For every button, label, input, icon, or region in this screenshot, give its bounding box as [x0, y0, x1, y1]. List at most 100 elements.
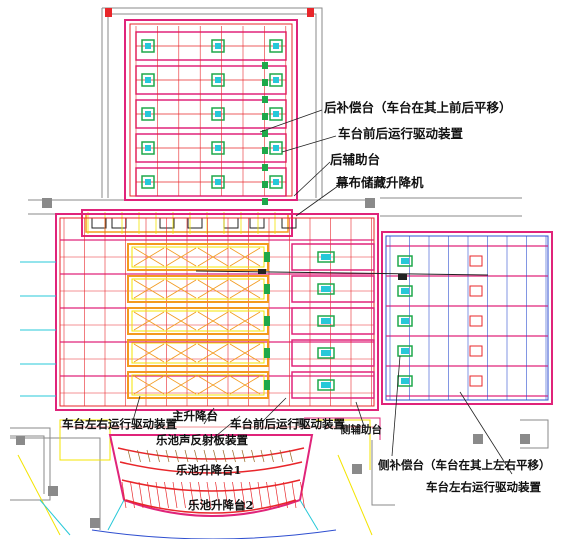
side-compensating-stage [381, 231, 553, 405]
side-drive [397, 255, 413, 267]
center-wagon [291, 371, 375, 399]
pit-hatch-line [213, 449, 217, 463]
rear-drive-box [211, 107, 225, 121]
rear-drive-core [215, 43, 221, 49]
label-rear-compensating-stage: 后补偿台（车台在其上前后平移） [324, 100, 512, 115]
leader-lines [131, 109, 513, 475]
rear-drive-core [145, 43, 151, 49]
lift-brace [229, 279, 261, 299]
pit-hatch-line [194, 449, 198, 463]
pit-hatch-line [184, 449, 189, 463]
center-wagon [291, 307, 375, 335]
side-drive [397, 315, 413, 327]
building-columns [16, 8, 530, 528]
label-rear-aux-stage: 后辅助台 [330, 152, 380, 167]
pit-hatch-line [300, 481, 305, 509]
pit-hatch-line [181, 481, 186, 509]
pit-hatch-line [291, 481, 297, 509]
orchestra-pit [91, 434, 337, 539]
lift-brace [229, 343, 261, 363]
pit-hatch-line [240, 481, 246, 509]
center-drive [317, 251, 335, 263]
side-drive-core [401, 348, 409, 354]
pit-hatch-line [138, 481, 144, 509]
pit-hatch-line [198, 481, 203, 509]
pit-hatch-line [164, 481, 169, 509]
side-stage-grid [386, 236, 548, 400]
rear-drive-core [215, 179, 221, 185]
drive-marker [262, 181, 268, 188]
drive-marker [262, 62, 268, 69]
rear-drive-box [141, 141, 155, 155]
pit-hatch-line [260, 449, 265, 463]
lift-brace [133, 279, 165, 299]
label-rear-drive: 车台前后运行驱动装置 [338, 126, 464, 141]
lift-brace [229, 375, 261, 395]
center-drive-core [321, 382, 331, 388]
center-drive-core [321, 318, 331, 324]
pit-hatch-line [251, 449, 255, 463]
center-drive [317, 315, 335, 327]
rear-drive-markers [262, 62, 268, 205]
rear-drive-core [273, 179, 279, 185]
center-drive-core [321, 286, 331, 292]
lift-brace [197, 343, 229, 363]
side-block [469, 345, 483, 357]
lift-brace [197, 279, 229, 299]
pit-hatch-line [147, 481, 152, 509]
side-block [469, 285, 483, 297]
rear-drive-core [273, 43, 279, 49]
pit-hatch-line [223, 481, 229, 509]
main-lift-rows [127, 243, 270, 399]
rear-drive-box [269, 141, 283, 155]
label-side-lateral-drive: 车台左右运行驱动装置 [426, 480, 541, 494]
label-orchestra-lift-1: 乐池升降台1 [176, 463, 242, 477]
pit-hatch-line [146, 449, 151, 463]
pit-hatch-line [156, 449, 160, 463]
center-right-wagons [291, 243, 375, 399]
pit-hatch-line [222, 449, 227, 463]
center-wagon [291, 243, 375, 271]
rear-drive-core [273, 145, 279, 151]
rear-drive-box [211, 39, 225, 53]
pit-hatch-line [155, 481, 161, 509]
side-block [469, 375, 483, 387]
front-wings [10, 417, 381, 536]
rear-drive-box [269, 107, 283, 121]
center-wagon [291, 275, 375, 303]
label-lateral-drive: 车台左右运行驱动装置 [62, 417, 177, 431]
label-main-lift: 主升降台 [172, 409, 218, 423]
drive-marker [262, 130, 268, 137]
annotations: 后补偿台（车台在其上前后平移） 车台前后运行驱动装置 后辅助台 幕布储藏升降机 … [62, 100, 551, 512]
lift-brace [229, 247, 261, 267]
center-wagon [291, 339, 375, 367]
pit-hatch-line [283, 481, 288, 509]
label-orchestra-reflector: 乐池声反射板装置 [156, 433, 248, 447]
pit-hatch-line [249, 481, 254, 509]
side-drive-core [401, 288, 409, 294]
lift-brace [133, 375, 165, 395]
pit-hatch-line [203, 449, 208, 463]
lift-brace [197, 311, 229, 331]
rear-drive-box [211, 73, 225, 87]
pit-hatch-line [266, 481, 271, 509]
rear-drive-box [269, 39, 283, 53]
lift-brace [165, 311, 197, 331]
lift-drive-marker [264, 348, 270, 358]
rear-drive-core [273, 77, 279, 83]
side-drive-core [401, 318, 409, 324]
label-side-compensating-stage: 侧补偿台（车台在其上左右平移） [378, 458, 551, 472]
pit-hatch-line [270, 449, 274, 463]
rear-drive-core [215, 111, 221, 117]
rear-drive-core [215, 77, 221, 83]
side-drive-core [401, 378, 409, 384]
drive-marker [262, 79, 268, 86]
lift-brace [197, 247, 229, 267]
lift-brace [165, 247, 197, 267]
center-drive-core [321, 350, 331, 356]
pit-hatch-line [274, 481, 280, 509]
drive-marker [262, 113, 268, 120]
label-front-back-drive: 车台前后运行驱动装置 [230, 417, 345, 431]
rear-drive-box [269, 73, 283, 87]
lift-drive-marker [264, 252, 270, 262]
